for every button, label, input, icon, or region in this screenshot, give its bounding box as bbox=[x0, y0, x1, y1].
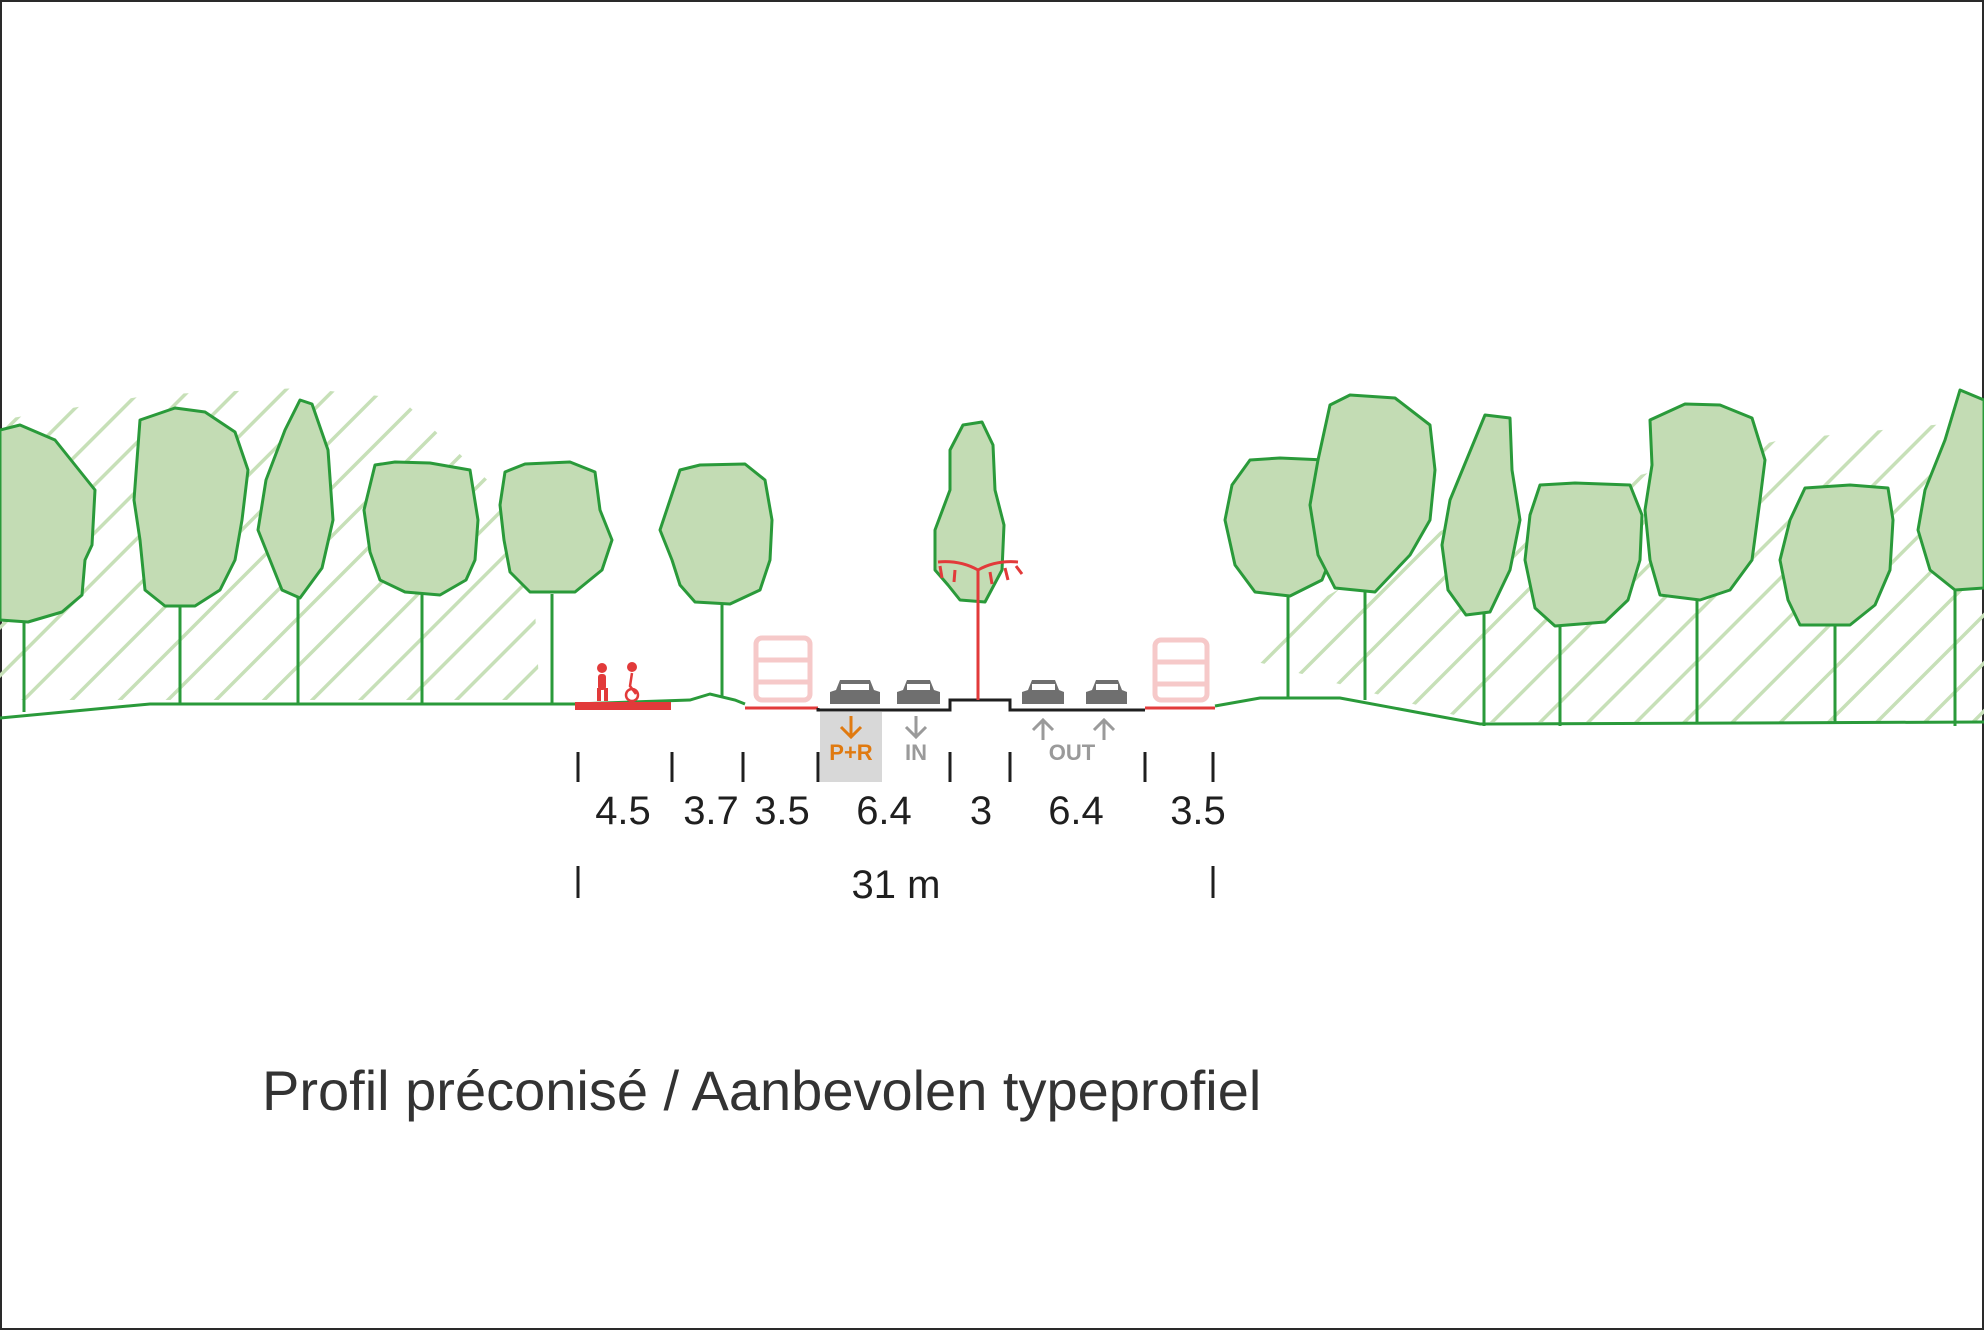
tree-icon bbox=[132, 406, 250, 704]
segment-label-carriageway-out: 6.4 bbox=[1048, 789, 1104, 833]
total-width-label: 31 m bbox=[852, 863, 941, 907]
street-lamp-icon bbox=[937, 560, 1024, 700]
carriageway-kerb bbox=[816, 698, 1145, 712]
ground-line-right bbox=[1214, 696, 1984, 726]
arrow-down-icon bbox=[839, 716, 863, 740]
car-icon bbox=[830, 680, 880, 704]
tree-icon bbox=[1308, 393, 1437, 700]
tree-icon bbox=[1523, 481, 1644, 726]
tree-icon bbox=[362, 460, 480, 704]
segment-label-bus-lane-right: 3.5 bbox=[1170, 789, 1226, 833]
cycle-path-surface bbox=[575, 702, 671, 710]
segment-labels: 4.5 3.7 3.5 6.4 3 6.4 3.5 bbox=[595, 789, 1226, 833]
inbound-label: IN bbox=[905, 740, 927, 765]
tree-icon bbox=[1916, 388, 1984, 726]
segment-label-bus-lane-left: 3.5 bbox=[754, 789, 810, 833]
arrow-up-icon bbox=[1031, 717, 1055, 740]
bus-icon bbox=[1152, 637, 1210, 703]
segment-label-green-verge: 3.7 bbox=[683, 789, 739, 833]
cyclist-icon bbox=[624, 662, 640, 703]
segment-label-carriageway-in: 6.4 bbox=[856, 789, 912, 833]
outbound-label: OUT bbox=[1049, 740, 1096, 765]
tree-icon bbox=[498, 460, 614, 704]
tree-icon bbox=[256, 398, 335, 704]
arrow-up-icon bbox=[1092, 717, 1116, 740]
tree-icon bbox=[1778, 483, 1895, 724]
median-tree bbox=[933, 420, 1006, 698]
tree-icon bbox=[1440, 413, 1522, 726]
car-icon bbox=[897, 680, 940, 704]
tree-icon bbox=[1643, 402, 1767, 724]
bus-icon bbox=[753, 635, 813, 703]
cyclist-icon bbox=[597, 663, 608, 701]
arrow-down-icon bbox=[904, 716, 928, 740]
ground-line bbox=[0, 692, 746, 720]
segment-label-median: 3 bbox=[970, 789, 992, 833]
car-icon bbox=[1086, 680, 1127, 704]
diagram-caption: Profil préconisé / Aanbevolen typeprofie… bbox=[262, 1059, 1262, 1122]
park-ride-label: P+R bbox=[829, 740, 873, 765]
tree-icon bbox=[933, 420, 1006, 698]
tree-row-left bbox=[0, 398, 774, 712]
car-icon bbox=[1022, 680, 1064, 704]
tree-row-right bbox=[1223, 388, 1984, 726]
dimension-ticks bbox=[576, 752, 1215, 898]
segment-label-cycle-path: 4.5 bbox=[595, 789, 651, 833]
tree-icon bbox=[658, 462, 774, 698]
tree-icon bbox=[0, 423, 97, 712]
